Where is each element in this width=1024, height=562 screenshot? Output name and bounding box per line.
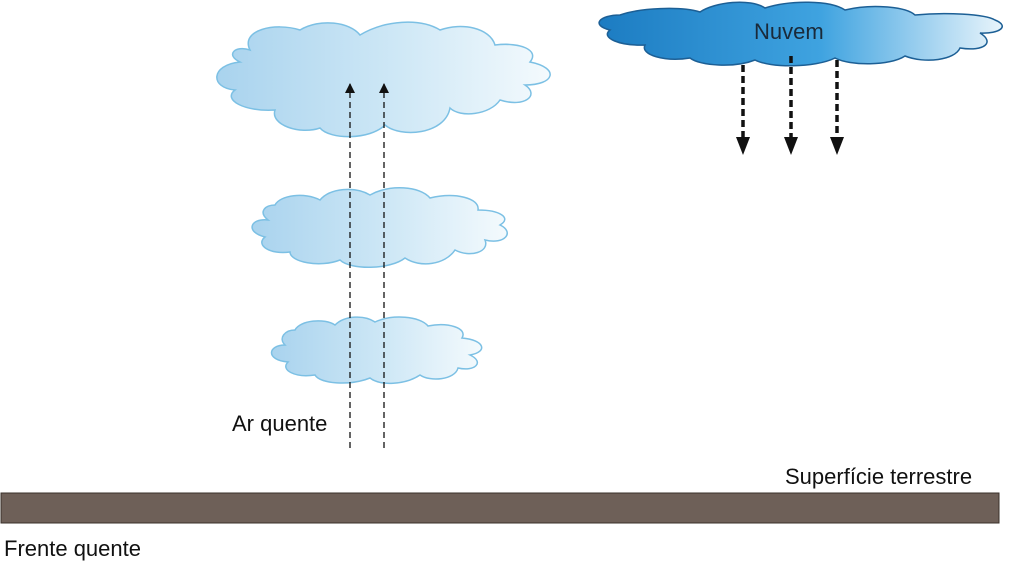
cloud-label: Nuvem: [754, 19, 824, 44]
rain-cloud: [598, 1, 1003, 67]
rising-air-arrows: [345, 83, 389, 448]
ground-surface: [0, 492, 1000, 524]
surface-label: Superfície terrestre: [785, 464, 973, 489]
large-cloud: [216, 21, 551, 138]
warm-air-label: Ar quente: [232, 411, 328, 436]
rain-arrows: [736, 56, 844, 155]
small-cloud: [270, 316, 483, 384]
diagram-title: Frente quente: [4, 536, 141, 561]
middle-cloud: [251, 187, 508, 268]
